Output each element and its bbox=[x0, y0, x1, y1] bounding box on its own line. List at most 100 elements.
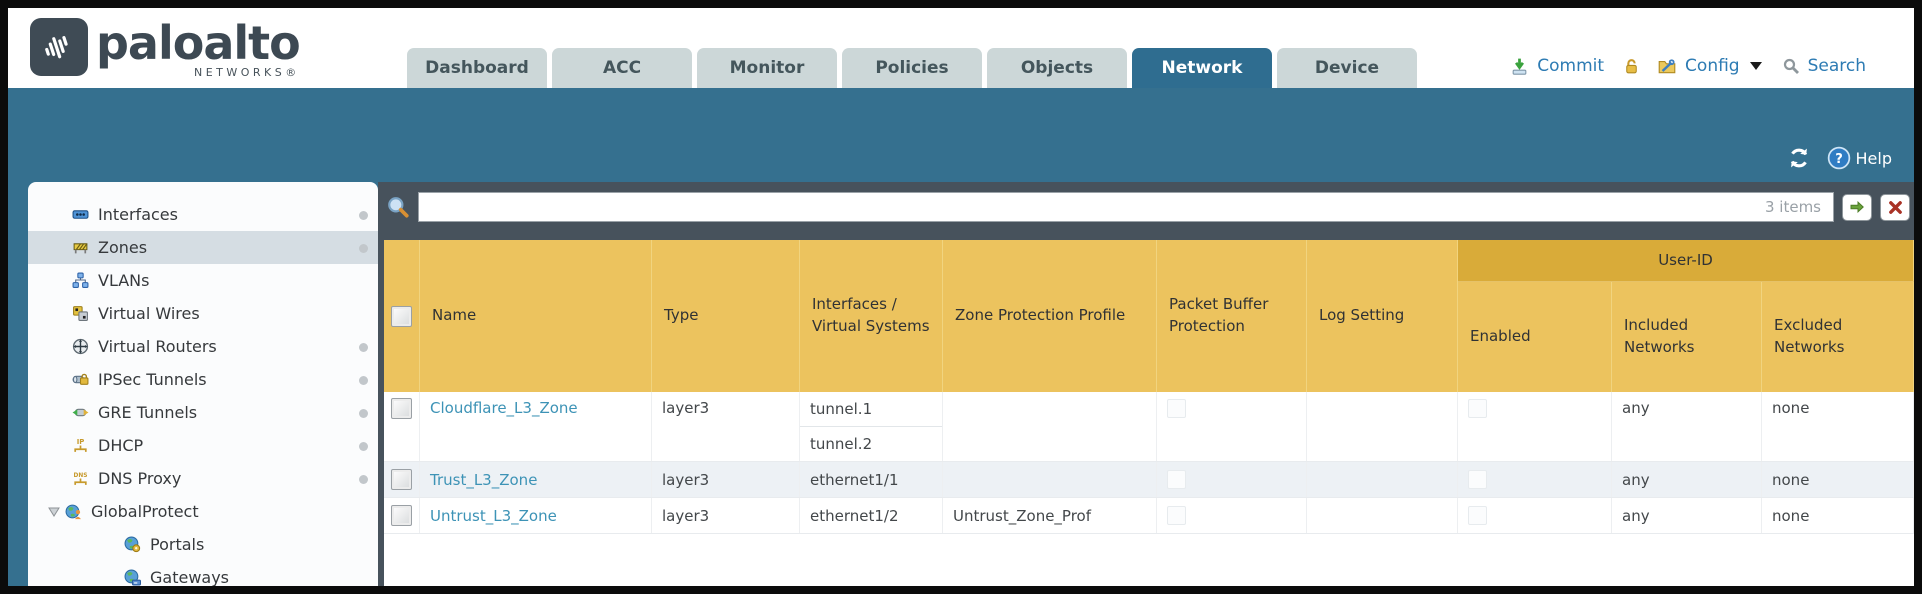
col-header-packet-buffer-protection[interactable]: Packet Buffer Protection bbox=[1157, 240, 1307, 392]
table-row: Cloudflare_L3_Zone layer3 tunnel.1 tunne… bbox=[384, 392, 1914, 462]
sidebar-item-portals[interactable]: Portals bbox=[28, 528, 378, 561]
help-icon[interactable]: ? bbox=[1827, 146, 1851, 170]
sidebar-item-globalprotect[interactable]: GlobalProtect bbox=[28, 495, 378, 528]
config-caret-icon[interactable] bbox=[1749, 62, 1762, 70]
zone-name-link[interactable]: Cloudflare_L3_Zone bbox=[430, 399, 578, 417]
tab-policies[interactable]: Policies bbox=[842, 48, 982, 88]
zone-name-link[interactable]: Untrust_L3_Zone bbox=[430, 506, 557, 525]
excluded-networks-cell: none bbox=[1762, 498, 1914, 533]
included-networks-cell: any bbox=[1612, 392, 1762, 461]
main-content: 3 items Name Type Interfaces bbox=[378, 182, 1914, 586]
col-header-type[interactable]: Type bbox=[652, 240, 800, 392]
gre-tunnels-icon bbox=[72, 408, 89, 417]
row-checkbox[interactable] bbox=[391, 505, 412, 526]
tab-objects[interactable]: Objects bbox=[987, 48, 1127, 88]
config-icon[interactable] bbox=[1657, 56, 1677, 76]
col-header-enabled[interactable]: Enabled bbox=[1458, 240, 1612, 392]
packet-buffer-checkbox[interactable] bbox=[1167, 506, 1186, 525]
clear-filter-button[interactable] bbox=[1880, 193, 1910, 221]
expand-caret-icon[interactable] bbox=[48, 507, 60, 517]
tab-dashboard[interactable]: Dashboard bbox=[407, 48, 547, 88]
zone-protection-profile-cell bbox=[943, 392, 1157, 461]
apply-filter-button[interactable] bbox=[1842, 193, 1872, 221]
row-checkbox[interactable] bbox=[391, 469, 412, 490]
excluded-networks-cell: none bbox=[1762, 392, 1914, 461]
table-row: Trust_L3_Zone layer3 ethernet1/1 any non… bbox=[384, 462, 1914, 498]
help-control[interactable]: ? Help bbox=[1827, 146, 1892, 170]
status-dot bbox=[359, 210, 368, 220]
zones-table: Name Type Interfaces / Virtual Systems Z… bbox=[384, 240, 1914, 586]
user-id-group-header: User-ID bbox=[1458, 240, 1914, 282]
gateways-icon bbox=[124, 569, 141, 586]
waveform-icon bbox=[45, 36, 68, 59]
sidebar-item-gre-tunnels[interactable]: GRE Tunnels bbox=[28, 396, 378, 429]
portals-icon bbox=[124, 536, 141, 553]
brand-name: paloalto bbox=[96, 16, 301, 70]
sidebar-item-interfaces[interactable]: Interfaces bbox=[28, 198, 378, 231]
sidebar-item-gateways[interactable]: Gateways bbox=[28, 561, 378, 586]
tab-device[interactable]: Device bbox=[1277, 48, 1417, 88]
filter-input[interactable] bbox=[419, 193, 1765, 221]
packet-buffer-checkbox[interactable] bbox=[1167, 399, 1186, 418]
select-all-checkbox[interactable] bbox=[391, 305, 412, 327]
filter-search-icon[interactable] bbox=[386, 195, 410, 219]
lock-icon[interactable] bbox=[1622, 57, 1641, 76]
sidebar-item-ipsec-tunnels[interactable]: IPSec Tunnels bbox=[28, 363, 378, 396]
included-networks-cell: any bbox=[1612, 498, 1762, 533]
svg-text:?: ? bbox=[1835, 152, 1843, 167]
zone-protection-profile-cell: Untrust_Zone_Prof bbox=[943, 498, 1157, 533]
sidebar-item-label: IPSec Tunnels bbox=[98, 370, 207, 389]
dns-proxy-icon: DNS bbox=[74, 473, 87, 485]
config-button[interactable]: Config bbox=[1685, 56, 1740, 76]
col-header-log-setting[interactable]: Log Setting bbox=[1307, 240, 1458, 392]
tab-acc[interactable]: ACC bbox=[552, 48, 692, 88]
commit-button[interactable]: Commit bbox=[1537, 56, 1605, 76]
network-sidebar: Interfaces Zones VLANs bbox=[28, 182, 378, 586]
top-header: paloalto NETWORKS® Dashboard ACC Monitor… bbox=[8, 8, 1914, 88]
log-setting-cell bbox=[1307, 392, 1458, 461]
green-arrow-icon bbox=[1850, 201, 1864, 213]
col-header-interfaces[interactable]: Interfaces / Virtual Systems bbox=[800, 240, 943, 392]
sidebar-item-label: GlobalProtect bbox=[91, 502, 199, 521]
dhcp-icon: IP bbox=[74, 438, 87, 452]
user-id-enabled-checkbox[interactable] bbox=[1468, 506, 1487, 525]
status-dot bbox=[359, 474, 368, 484]
sidebar-item-virtual-wires[interactable]: Virtual Wires bbox=[28, 297, 378, 330]
refresh-icon[interactable] bbox=[1787, 146, 1811, 170]
zone-type-cell: layer3 bbox=[652, 498, 800, 533]
search-button[interactable]: Search bbox=[1807, 56, 1866, 76]
interface-entry: tunnel.1 bbox=[800, 392, 942, 427]
packet-buffer-checkbox[interactable] bbox=[1167, 470, 1186, 489]
header-actions: Commit Config Search bbox=[1510, 56, 1876, 76]
col-header-included-networks[interactable]: Included Networks bbox=[1612, 240, 1762, 392]
items-count: 3 items bbox=[1764, 198, 1821, 216]
tab-network[interactable]: Network bbox=[1132, 48, 1272, 88]
status-dot bbox=[359, 342, 368, 352]
sidebar-item-vlans[interactable]: VLANs bbox=[28, 264, 378, 297]
row-checkbox[interactable] bbox=[391, 398, 412, 419]
user-id-enabled-checkbox[interactable] bbox=[1468, 470, 1487, 489]
main-nav-tabs: Dashboard ACC Monitor Policies Objects N… bbox=[407, 48, 1417, 88]
col-header-zone-protection-profile[interactable]: Zone Protection Profile bbox=[943, 240, 1157, 392]
col-header-excluded-networks[interactable]: Excluded Networks bbox=[1762, 240, 1914, 392]
zone-name-link[interactable]: Trust_L3_Zone bbox=[430, 470, 538, 489]
sidebar-item-virtual-routers[interactable]: Virtual Routers bbox=[28, 330, 378, 363]
sidebar-item-dhcp[interactable]: IP DHCP bbox=[28, 429, 378, 462]
brand-text: paloalto NETWORKS® bbox=[96, 16, 301, 79]
red-x-icon bbox=[1888, 200, 1902, 214]
help-label[interactable]: Help bbox=[1855, 148, 1892, 168]
packet-buffer-protection-cell bbox=[1157, 498, 1307, 533]
app-window: paloalto NETWORKS® Dashboard ACC Monitor… bbox=[8, 8, 1914, 586]
sidebar-item-zones[interactable]: Zones bbox=[28, 231, 378, 264]
col-header-name[interactable]: Name bbox=[420, 240, 652, 392]
log-setting-cell bbox=[1307, 498, 1458, 533]
user-id-enabled-checkbox[interactable] bbox=[1468, 399, 1487, 418]
sidebar-item-label: Zones bbox=[98, 238, 148, 257]
sidebar-item-dns-proxy[interactable]: DNS DNS Proxy bbox=[28, 462, 378, 495]
status-dot bbox=[359, 408, 368, 418]
search-icon[interactable] bbox=[1782, 57, 1800, 75]
sidebar-item-label: GRE Tunnels bbox=[98, 403, 198, 422]
tab-monitor[interactable]: Monitor bbox=[697, 48, 837, 88]
commit-icon[interactable] bbox=[1510, 57, 1529, 76]
zone-type-cell: layer3 bbox=[652, 392, 800, 461]
